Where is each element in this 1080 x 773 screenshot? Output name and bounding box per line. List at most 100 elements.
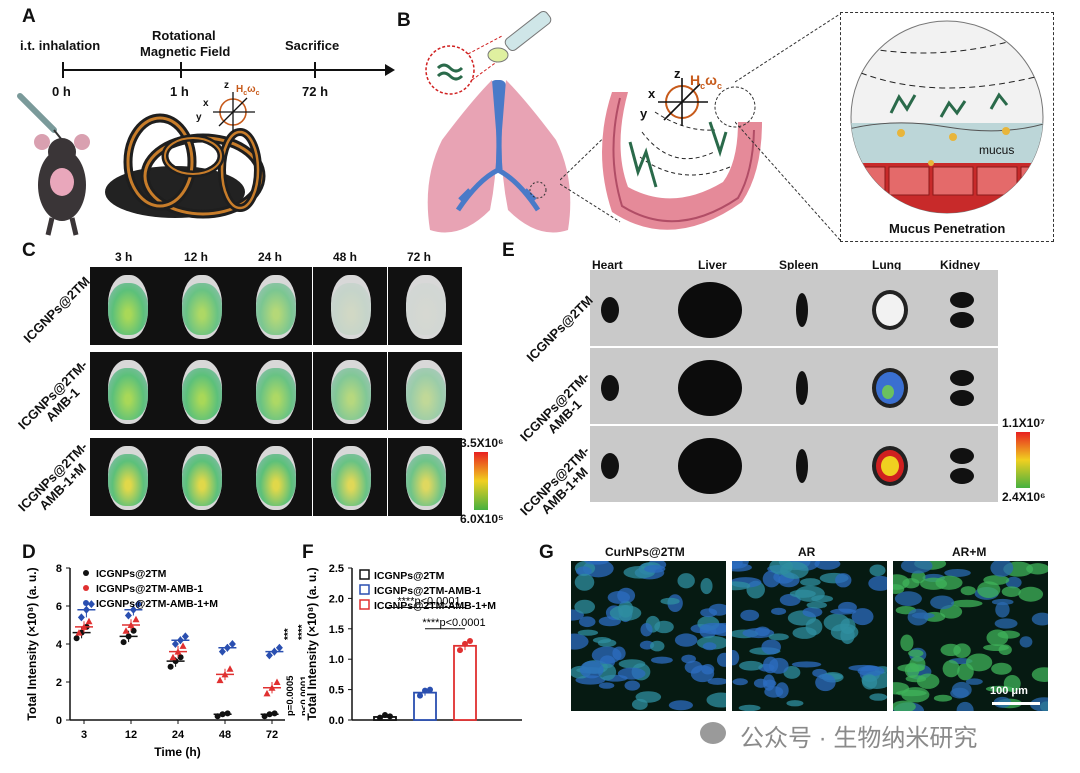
field-h: H (690, 72, 701, 88)
field-w: ω (247, 84, 256, 95)
field-w-sub: c (255, 90, 260, 97)
row-label-c: ICGNPs@2TM (20, 273, 93, 346)
tissue-texture (732, 561, 887, 711)
data-point (120, 639, 127, 646)
axis-label-x: x (203, 98, 209, 109)
organ-image-row (590, 270, 998, 346)
legend-label: ICGNPs@2TM-AMB-1+M (374, 600, 496, 612)
data-point (134, 600, 142, 609)
scale-bar-label: 100 μm (990, 685, 1028, 697)
mouse-illustration (17, 93, 90, 236)
y-tick-label: 4 (56, 639, 63, 651)
tissue-cell (771, 607, 787, 615)
legend-marker (83, 585, 89, 591)
colorbar-min: 6.0X10⁵ (460, 512, 504, 526)
legend-marker (83, 600, 89, 606)
tissue-cell (909, 656, 926, 672)
micrograph-label: AR (798, 545, 816, 559)
micrograph-label: CurNPs@2TM (605, 545, 685, 559)
data-point (177, 654, 184, 661)
ivis-image (90, 438, 164, 516)
timeline-event-label: Sacrifice (285, 38, 340, 53)
colorbar-max: 3.5X10⁶ (460, 436, 504, 450)
fluorescence-signal (256, 454, 296, 506)
data-point (467, 637, 473, 644)
x-tick-label: 3 (81, 729, 87, 741)
axis-label-y: y (196, 112, 202, 123)
tissue-cell (575, 566, 592, 577)
tissue-cell (738, 704, 761, 711)
tissue-cell (894, 591, 922, 607)
tissue-cell (584, 561, 609, 565)
timeline-axis (62, 62, 395, 78)
tissue-cell (900, 561, 933, 574)
data-point (219, 711, 226, 718)
tissue-cell (579, 616, 596, 628)
data-point (271, 710, 278, 717)
field-w-sub: c (716, 80, 722, 91)
organ-shapes (601, 282, 974, 338)
ivis-image (388, 352, 462, 430)
data-point (226, 665, 234, 672)
data-point (80, 623, 88, 630)
tissue-cell (702, 642, 717, 651)
ivis-image (90, 267, 164, 345)
tissue-cell (762, 570, 781, 588)
micrograph-image (732, 561, 887, 711)
data-point (85, 617, 93, 625)
colorbar-max: 1.1X10⁷ (1002, 416, 1045, 430)
x-tick-label: 24 (172, 729, 185, 741)
intensity-colorbar (474, 452, 488, 510)
tissue-cell (677, 573, 695, 589)
data-point (261, 713, 268, 720)
legend-marker (359, 569, 370, 580)
fluorescence-signal (108, 283, 148, 335)
tissue-cell (950, 599, 983, 608)
bar (453, 644, 477, 721)
data-point (82, 605, 90, 614)
legend-marker (359, 584, 370, 595)
tissue-cell (690, 665, 715, 683)
tissue-cell (983, 644, 1009, 652)
time-column-label: 72 h (407, 250, 432, 264)
legend-label: ICGNPs@2TM-AMB-1 (96, 583, 203, 595)
tissue-cell (800, 578, 821, 587)
tissue-cell (753, 678, 768, 688)
x-tick-label: 72 (266, 729, 278, 741)
timeline-time: 1 h (170, 84, 189, 99)
field-label: Hcωc (690, 72, 722, 91)
data-point (427, 686, 433, 693)
data-point (169, 653, 177, 661)
ivis-image (313, 352, 387, 430)
tissue-cell (761, 639, 781, 655)
tissue-cell (574, 599, 596, 614)
legend-label: ICGNPs@2TM-AMB-1 (374, 585, 481, 597)
data-point (387, 713, 393, 720)
tissue-cell (953, 643, 971, 658)
tissue-cell (900, 634, 914, 652)
timeline-time: 72 h (302, 84, 329, 99)
tissue-cell (617, 667, 646, 680)
fluorescence-signal (182, 454, 222, 506)
tissue-texture (893, 561, 1048, 711)
tissue-cell (706, 692, 726, 708)
time-column-label: 3 h (115, 250, 133, 264)
ivis-image (164, 267, 238, 345)
fluorescence-signal (331, 454, 371, 506)
tissue-cell (944, 568, 971, 577)
tissue-cell (986, 629, 1009, 646)
tissue-cell (574, 573, 595, 591)
data-point (75, 629, 83, 636)
mucus-penetration-caption: Mucus Penetration (889, 221, 1006, 236)
data-point (73, 635, 80, 642)
panel-label-f: F (302, 542, 314, 563)
tissue-cell (612, 646, 626, 661)
axis-label-y: y (640, 106, 648, 121)
tissue-cell (960, 586, 976, 596)
ivis-image (238, 438, 312, 516)
fluorescence-signal (406, 454, 446, 506)
y-tick-label: 6 (56, 601, 62, 613)
x-axis-label: Time (h) (154, 745, 200, 759)
data-point (171, 640, 179, 648)
tissue-cell (668, 700, 693, 711)
